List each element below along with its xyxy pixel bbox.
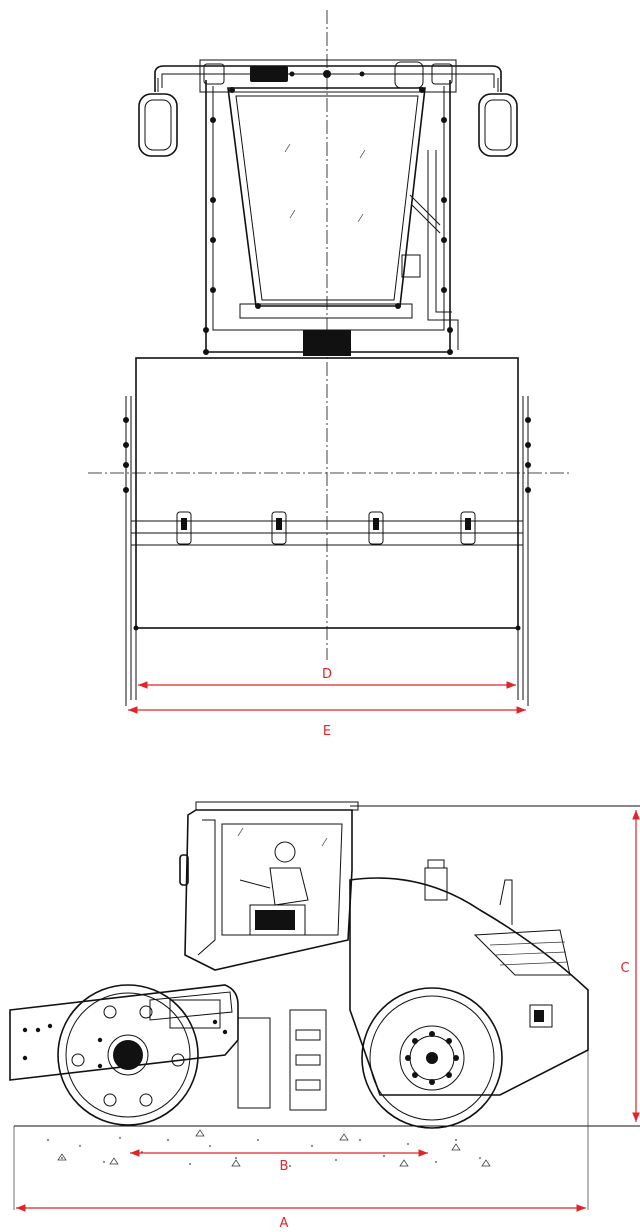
dimension-a-label: A <box>280 1216 289 1231</box>
dimension-e-label: E <box>323 724 331 739</box>
side-view: B A C <box>9 801 640 1231</box>
dimension-e: E <box>128 706 526 739</box>
dimension-d: D <box>138 667 516 689</box>
dimension-d-label: D <box>322 667 332 682</box>
dimension-c-label: C <box>620 961 629 976</box>
ground-soil <box>30 1128 500 1170</box>
left-mirror <box>138 78 178 157</box>
right-mirror <box>478 78 518 157</box>
front-drum <box>123 357 531 706</box>
rear-wheel <box>361 987 503 1129</box>
dimension-c: C <box>620 810 640 1122</box>
engine-hood <box>349 859 589 1096</box>
dimension-b: B <box>130 1149 428 1174</box>
side-front-drum <box>57 984 199 1126</box>
cab-frame <box>203 80 459 356</box>
front-view: D E <box>88 10 572 739</box>
dimension-b-label: B <box>280 1159 289 1174</box>
cab-roof <box>154 59 502 93</box>
dimension-a: A <box>16 1204 586 1231</box>
front-frame <box>9 984 239 1081</box>
side-cab <box>179 801 359 971</box>
articulation-joint <box>169 999 327 1111</box>
